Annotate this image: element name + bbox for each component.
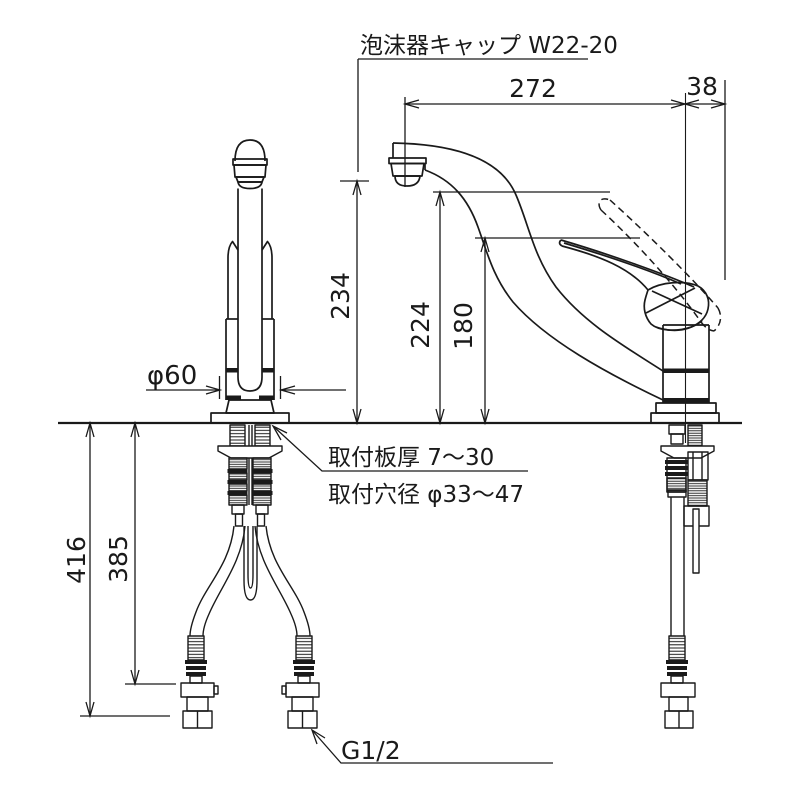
front-body — [210, 319, 290, 424]
annotations: 泡沫器キャップ W22-20 272 38 234 224 180 416 38… — [62, 33, 718, 765]
front-center-pipe — [243, 526, 258, 601]
dim-234-label: 234 — [326, 272, 355, 320]
dim-under-counter-hose — [130, 420, 140, 687]
mount-thickness-label: 取付板厚 7〜30 — [328, 445, 494, 471]
leader-thread — [310, 728, 553, 764]
side-body — [650, 324, 720, 424]
right-hose-connector — [285, 682, 320, 698]
side-handle-raised-dashed — [598, 198, 722, 332]
side-spout — [388, 142, 664, 401]
front-spout-tube — [237, 188, 263, 392]
front-right-hose — [265, 525, 311, 637]
side-base-flange — [650, 412, 720, 424]
dim-38-label: 38 — [686, 72, 718, 101]
side-hose-connector — [660, 682, 696, 698]
dim-385-label: 385 — [104, 535, 133, 583]
front-handle — [226, 240, 274, 320]
leaders — [271, 58, 588, 764]
front-view — [180, 139, 320, 729]
side-view — [388, 93, 722, 729]
front-left-hose — [189, 525, 235, 637]
dim-224-label: 224 — [406, 301, 435, 349]
dim-spout-outlet-height — [352, 178, 362, 426]
dim-phi60-label: φ60 — [147, 361, 197, 391]
thread-size-label: G1/2 — [341, 736, 401, 765]
mount-hole-label: 取付穴径 φ33〜47 — [328, 482, 524, 508]
side-under-counter — [660, 424, 715, 729]
front-base-flange — [210, 412, 290, 424]
front-spout-dome — [234, 139, 266, 162]
side-pull-rod — [692, 508, 700, 574]
left-hose-connector — [180, 682, 215, 698]
dim-272-label: 272 — [509, 74, 557, 103]
dim-handle-rear-offset — [682, 99, 728, 109]
front-lock-nut — [217, 445, 283, 459]
aerator-cap-label: 泡沫器キャップ W22-20 — [360, 33, 618, 59]
side-aerator-cap — [388, 157, 427, 187]
front-under-counter — [180, 424, 320, 729]
side-handle-lever — [558, 239, 710, 332]
dim-180-label: 180 — [449, 302, 478, 350]
leader-mounting — [271, 424, 528, 472]
dim-416-label: 416 — [62, 536, 91, 584]
dim-base-diameter — [146, 385, 346, 395]
dimensions — [80, 80, 728, 719]
leader-aerator-cap — [357, 58, 588, 172]
dim-spout-top-height — [435, 189, 445, 426]
dim-handle-height — [480, 235, 490, 426]
dim-under-counter-total — [85, 420, 95, 719]
